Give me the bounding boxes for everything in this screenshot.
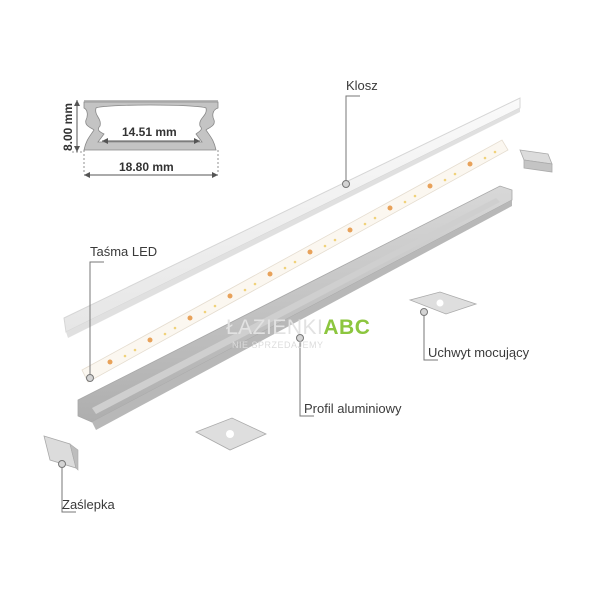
leader-dots (58, 180, 428, 468)
end-cap-right (519, 149, 553, 173)
dimension-inner-width: 14.51 mm (122, 125, 177, 139)
label-mounting-clip: Uchwyt mocujący (428, 345, 530, 360)
label-end-cap: Zaślepka (62, 497, 115, 512)
mounting-clip-bottom (195, 417, 267, 451)
aluminum-profile-part (77, 185, 513, 430)
cross-section-drawing (72, 100, 219, 178)
label-profile: Profil aluminiowy (304, 401, 402, 416)
cover-part (63, 97, 521, 338)
watermark-brand-right: ABC (323, 316, 371, 339)
mounting-clip-right (408, 291, 478, 315)
dimension-height: 8.00 mm (61, 102, 75, 152)
watermark-brand-left: ŁAZIENKI (226, 316, 324, 339)
end-cap-left (43, 435, 79, 471)
watermark-brand: ŁAZIENKIABC (226, 316, 370, 340)
watermark-tagline: NIE SPRZEDAJEMY (232, 340, 324, 350)
leader-lines (61, 95, 438, 513)
dimension-outer-width: 18.80 mm (119, 160, 174, 174)
label-led-strip: Taśma LED (90, 244, 158, 259)
label-cover: Klosz (346, 78, 378, 93)
